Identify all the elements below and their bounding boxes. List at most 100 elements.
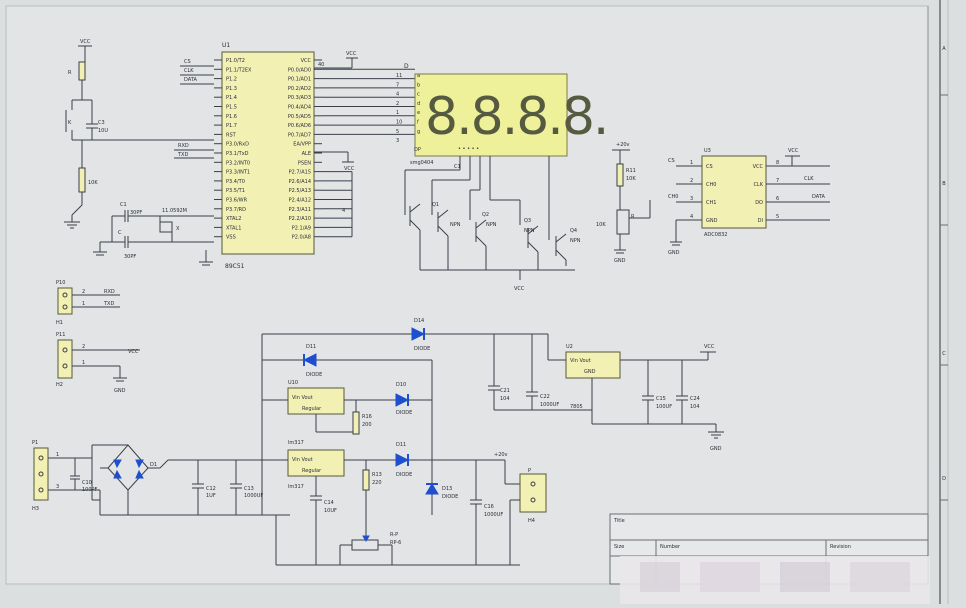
disp-cap-ref: C1 <box>454 164 461 170</box>
c13-ref: C13 <box>244 486 254 492</box>
seven-segment-display[interactable]: D 8.8.8.8. • • • • • smg0404 DP <box>404 63 609 166</box>
adc-pin-left: GND <box>706 218 718 224</box>
d14-part: DIODE <box>414 346 430 352</box>
reset-res-ref: R <box>68 70 72 76</box>
c2-ref: C <box>118 230 122 236</box>
d11a-part: DIODE <box>306 372 322 378</box>
d10-ref: D10 <box>396 382 406 388</box>
q2-type: NPN <box>486 222 497 228</box>
h2-ref: H2 <box>56 382 63 388</box>
regulator-7805[interactable]: U2 Vin Vout GND 7805 <box>565 344 621 410</box>
r13-val: 220 <box>372 480 382 486</box>
net-rxd: RXD <box>178 143 189 149</box>
mcu-pin-left: P3.4/T0 <box>226 179 245 185</box>
crystal-circuit: C1 30PF C 30PF 11.0592M X <box>93 202 214 266</box>
mcu-pin-right: P0.1/AD1 <box>288 77 311 83</box>
u2-part: 7805 <box>570 404 583 410</box>
mcu-pin-left: P1.4 <box>226 95 237 101</box>
d11-ref: D11 <box>396 442 406 448</box>
p-out-ref: P <box>528 468 531 474</box>
c12-ref: C12 <box>206 486 216 492</box>
display-ref: D <box>404 63 409 70</box>
adc-pin-left: CH1 <box>706 200 716 206</box>
regulator-wiring: R16 200 C14 10UF R13 220 R-P RP-6 <box>261 334 520 566</box>
display-pin: 2 <box>396 101 399 107</box>
reset-switch-label: K <box>68 120 72 126</box>
pot-gnd-label: GND <box>614 258 626 264</box>
display-seg-letter: a <box>417 73 420 79</box>
mcu-pin-right: P2.5/A13 <box>289 188 311 194</box>
mcu-pin-left: P3.3/INT1 <box>226 170 250 176</box>
c16-ref: C16 <box>484 504 494 510</box>
adc-input-pot[interactable]: +20v R11 10K 10K R GND <box>596 142 651 264</box>
u2-pins: Vin Vout <box>570 358 591 364</box>
d10-part: DIODE <box>396 410 412 416</box>
d14-ref: D14 <box>414 318 424 324</box>
regulator-u10[interactable]: U10 Vin Vout Regular <box>287 380 345 415</box>
p10-rxd: RXD <box>104 289 115 295</box>
adc-pin-num: 5 <box>776 214 779 220</box>
mcu-vcc-label: VCC <box>346 51 357 57</box>
q2-ref: Q2 <box>482 212 489 218</box>
mcu-part: 89C51 <box>225 263 245 270</box>
c24-val: 104 <box>690 404 700 410</box>
output-section: +20v C16 1000UF P H4 <box>470 452 547 565</box>
driver-transistors: C1 Q1 Q2 Q3 Q4 NPN NPN NPN NPN VCC <box>404 156 581 292</box>
adc-r11-ref: R11 <box>626 168 636 174</box>
adc0832-chip[interactable]: U3 ADC0832 <box>701 148 767 238</box>
r16-ref: R16 <box>362 414 372 420</box>
7805-gnd-label: GND <box>710 446 722 452</box>
c21-ref: C21 <box>500 388 510 394</box>
display-pin: 3 <box>396 138 399 144</box>
p1-ref: P1 <box>32 440 38 446</box>
regulator-lm317[interactable]: lm317 Vin Vout Regular lm317 <box>287 440 345 490</box>
mcu-pin-left: P1.1/T2EX <box>226 67 252 73</box>
p2-pin-num: 4 <box>342 208 345 214</box>
connector-p11[interactable]: P11 H2 2 1 VCC GND <box>56 332 140 394</box>
title-label: Title <box>613 518 625 524</box>
mcu-ref: U1 <box>222 42 230 49</box>
mcu-pin-right: P2.1/A9 <box>292 225 311 231</box>
number-label: Number <box>660 544 681 550</box>
border-mark-d: D <box>942 476 946 482</box>
adc-v20-label: +20v <box>616 142 630 148</box>
q3-ref: Q3 <box>524 218 531 224</box>
mcu-pin-left: XTAL1 <box>226 225 241 231</box>
u2-ref: U2 <box>566 344 573 350</box>
diode-d13: D13 DIODE <box>425 360 458 515</box>
mcu-pin-right: P0.0/AD0 <box>288 67 311 73</box>
h3-ref: H3 <box>32 506 39 512</box>
crystal-pin: X <box>176 226 180 232</box>
revision-label: Revision <box>830 544 851 550</box>
diode-d11: D11 DIODE <box>392 442 412 478</box>
mcu-pin-left: P3.0/RxD <box>226 142 249 148</box>
mcu-pin-left: P3.2/INT0 <box>226 160 250 166</box>
rp-val: RP-6 <box>390 540 401 546</box>
reset-vcc-label: VCC <box>80 39 91 45</box>
r13-ref: R13 <box>372 472 382 478</box>
net-data: DATA <box>184 77 197 83</box>
mcu-pin-right: P0.2/AD2 <box>288 86 311 92</box>
rp-ref: R-P <box>390 532 398 538</box>
mcu-pin-right: P0.7/AD7 <box>288 132 311 138</box>
mcu-pin-right: VCC <box>301 58 312 64</box>
p11-pin1: 1 <box>82 360 85 366</box>
7805-vcc-label: VCC <box>704 344 715 350</box>
c15-ref: C15 <box>656 396 666 402</box>
display-bottom-pins: • • • • • <box>458 146 479 152</box>
q4-ref: Q4 <box>570 228 577 234</box>
size-label: Size <box>614 544 624 550</box>
adc-r11-val: 10K <box>626 176 636 182</box>
adc-pin-left: CS <box>706 164 713 170</box>
mcu-pin-right: PSEN <box>298 160 311 166</box>
display-dp: DP <box>414 147 421 153</box>
connector-p10[interactable]: P10 H1 2 1 RXD TXD <box>56 280 120 326</box>
ea-vcc-label: VCC <box>344 166 355 172</box>
mcu-pin-right: P2.6/A14 <box>289 179 311 185</box>
lm317-pins: Vin Vout <box>292 457 313 463</box>
u10-name: Regular <box>302 406 322 412</box>
